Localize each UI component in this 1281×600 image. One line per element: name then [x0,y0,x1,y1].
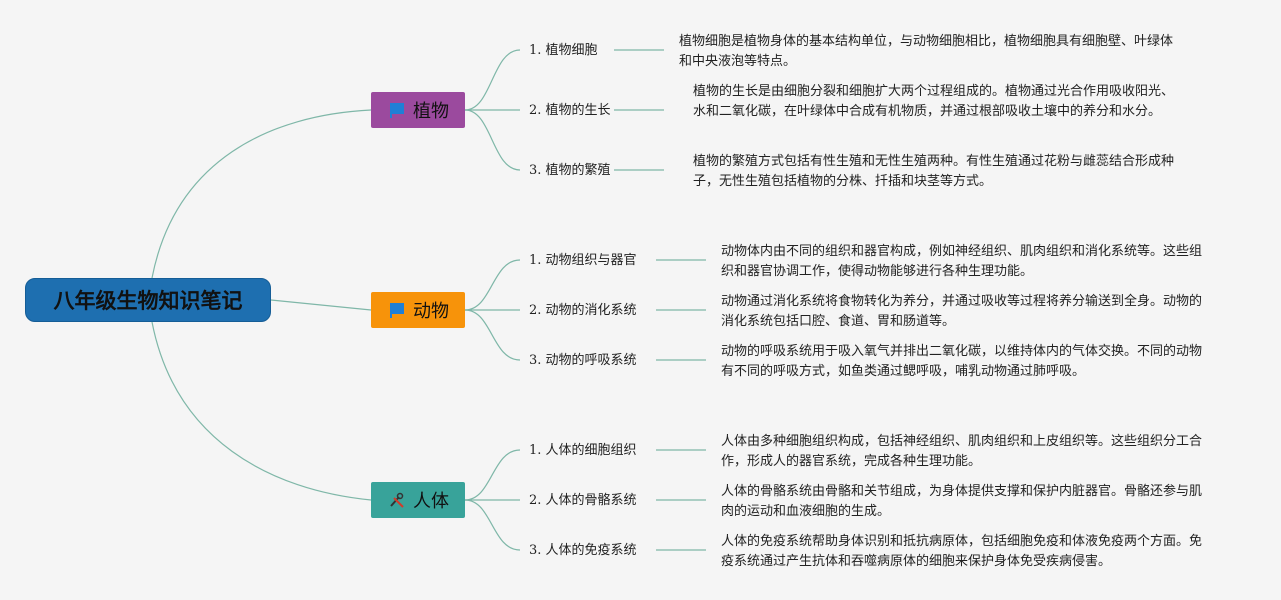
subtopic-human-skeleton[interactable]: 2. 人体的骨骼系统 [529,493,637,508]
link-branch-0-sub-0 [464,49,521,111]
flag-icon [387,300,407,320]
link-branch-1-sub-2 [464,309,521,361]
subtopic-animal-respiration[interactable]: 3. 动物的呼吸系统 [529,353,637,368]
branch-label: 人体 [413,491,449,512]
subtopic-plant-growth[interactable]: 2. 植物的生长 [529,103,611,118]
tools-icon [387,490,407,510]
subtopic-animal-tissue[interactable]: 1. 动物组织与器官 [529,253,637,268]
branch-human[interactable]: 人体 [371,482,465,518]
note-plant-cell: 植物细胞是植物身体的基本结构单位，与动物细胞相比，植物细胞具有细胞壁、叶绿体和中… [679,34,1174,69]
note-plant-growth: 植物的生长是由细胞分裂和细胞扩大两个过程组成的。植物通过光合作用吸收阳光、水和二… [693,84,1175,119]
flag-icon [387,100,407,120]
root-topic[interactable]: 八年级生物知识笔记 [25,278,271,322]
subtopic-plant-reproduction[interactable]: 3. 植物的繁殖 [529,163,611,178]
branch-label: 动物 [413,301,449,322]
subtopic-plant-cell[interactable]: 1. 植物细胞 [529,43,598,58]
note-animal-respiration: 动物的呼吸系统用于吸入氧气并排出二氧化碳，以维持体内的气体交换。不同的动物有不同… [721,344,1203,379]
link-branch-0-sub-2 [464,109,521,171]
link-root-human [151,321,372,501]
note-human-skeleton: 人体的骨骼系统由骨骼和关节组成，为身体提供支撑和保护内脏器官。骨骼还参与肌肉的运… [721,484,1203,519]
link-branch-1-sub-0 [464,259,521,311]
branch-animal[interactable]: 动物 [371,292,465,328]
branch-label: 植物 [413,101,449,122]
note-animal-tissue: 动物体内由不同的组织和器官构成，例如神经组织、肌肉组织和消化系统等。这些组织和器… [721,244,1203,279]
subtopic-human-tissue[interactable]: 1. 人体的细胞组织 [529,443,637,458]
note-animal-digestion: 动物通过消化系统将食物转化为养分，并通过吸收等过程将养分输送到全身。动物的消化系… [721,294,1203,329]
branch-plant[interactable]: 植物 [371,92,465,128]
note-plant-reproduction: 植物的繁殖方式包括有性生殖和无性生殖两种。有性生殖通过花粉与雌蕊结合形成种子，无… [693,154,1175,189]
link-root-animal [270,299,372,311]
link-branch-2-sub-2 [464,499,521,551]
subtopic-human-immune[interactable]: 3. 人体的免疫系统 [529,543,637,558]
note-human-immune: 人体的免疫系统帮助身体识别和抵抗病原体，包括细胞免疫和体液免疫两个方面。免疫系统… [721,534,1203,569]
link-branch-2-sub-0 [464,449,521,501]
note-human-tissue: 人体由多种细胞组织构成，包括神经组织、肌肉组织和上皮组织等。这些组织分工合作，形… [721,434,1203,469]
subtopic-animal-digestion[interactable]: 2. 动物的消化系统 [529,303,637,318]
link-root-plant [151,109,372,279]
